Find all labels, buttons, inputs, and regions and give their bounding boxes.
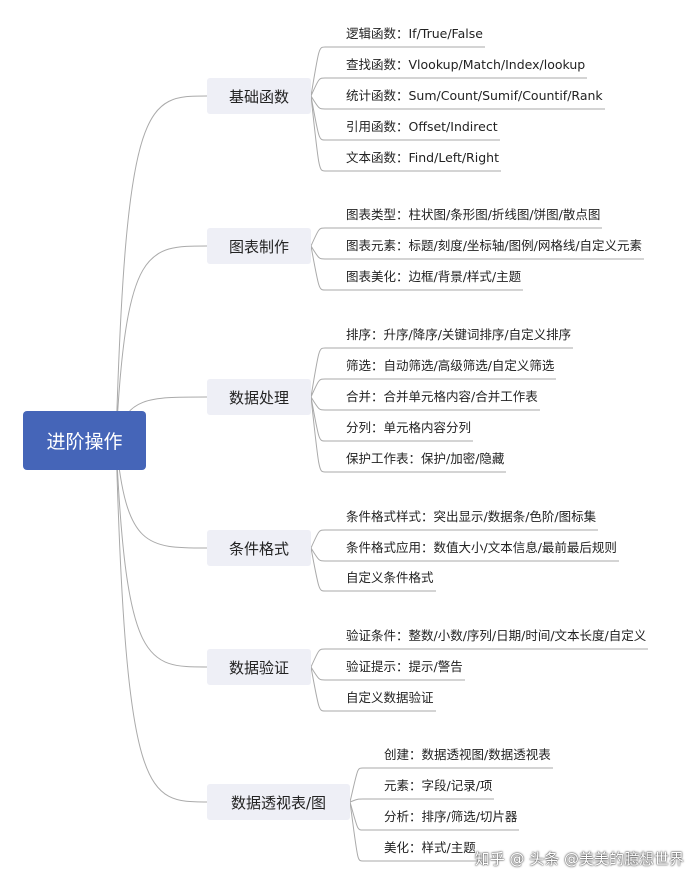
leaf: 筛选：自动筛选/高级筛选/自定义筛选 <box>346 358 555 373</box>
branch-data-validation[interactable]: 数据验证 <box>207 649 311 685</box>
connector <box>310 529 598 549</box>
leaf: 分析：排序/筛选/切片器 <box>384 809 518 824</box>
connector <box>310 648 648 668</box>
leaf: 图表类型：柱状图/条形图/折线图/饼图/散点图 <box>346 207 601 222</box>
watermark: 知乎 @ 头条 @美美的臆想世界 <box>474 850 684 868</box>
connector <box>310 378 556 398</box>
leaf: 美化：样式/主题 <box>384 840 476 855</box>
leaf: 查找函数：Vlookup/Match/Index/lookup <box>346 57 586 72</box>
connector <box>310 46 485 97</box>
branch-data-processing[interactable]: 数据处理 <box>207 379 311 415</box>
connector <box>310 347 573 398</box>
connector <box>349 801 519 831</box>
connector <box>310 245 644 260</box>
connector <box>310 396 540 411</box>
connector <box>115 440 208 803</box>
connector <box>115 440 208 668</box>
connector <box>349 798 494 803</box>
leaf: 引用函数：Offset/Indirect <box>346 119 498 134</box>
leaf: 分列：单元格内容分列 <box>346 420 472 435</box>
leaf: 排序：升序/降序/关键词排序/自定义排序 <box>346 327 572 342</box>
branch-basic-functions[interactable]: 基础函数 <box>207 78 311 114</box>
connector <box>310 547 619 562</box>
leaf: 元素：字段/记录/项 <box>384 778 493 793</box>
connector <box>349 767 553 803</box>
connector <box>115 245 208 441</box>
leaf: 条件格式样式：突出显示/数据条/色阶/图标集 <box>346 509 597 524</box>
leaf: 自定义条件格式 <box>346 570 434 585</box>
leaf: 文本函数：Find/Left/Right <box>346 150 499 165</box>
leaf: 创建：数据透视图/数据透视表 <box>384 747 551 762</box>
branch-chart-making[interactable]: 图表制作 <box>207 228 311 264</box>
connector <box>310 547 436 592</box>
connector <box>310 396 506 473</box>
connector <box>310 666 436 712</box>
leaf: 合并：合并单元格内容/合并工作表 <box>346 389 538 404</box>
leaf: 统计函数：Sum/Count/Sumif/Countif/Rank <box>346 88 603 103</box>
branch-conditional-format[interactable]: 条件格式 <box>207 530 311 566</box>
connector <box>310 95 605 110</box>
connector <box>115 440 208 549</box>
root-node[interactable]: 进阶操作 <box>23 411 146 470</box>
leaf: 图表元素：标题/刻度/坐标轴/图例/网格线/自定义元素 <box>346 238 643 253</box>
leaf: 逻辑函数：If/True/False <box>346 26 483 41</box>
leaf: 条件格式应用：数值大小/文本信息/最前最后规则 <box>346 540 617 555</box>
branch-pivot-table[interactable]: 数据透视表/图 <box>207 784 350 820</box>
connector <box>310 95 500 141</box>
connector <box>310 666 465 681</box>
leaf: 验证提示：提示/警告 <box>346 659 463 674</box>
leaf: 图表美化：边框/背景/样式/主题 <box>346 269 522 284</box>
connector <box>310 77 587 97</box>
connector <box>349 801 478 862</box>
connector <box>115 95 208 441</box>
leaf: 验证条件：整数/小数/序列/日期/时间/文本长度/自定义 <box>346 628 647 643</box>
connector <box>310 227 602 247</box>
leaf: 自定义数据验证 <box>346 690 434 705</box>
connector <box>310 396 473 442</box>
leaf: 保护工作表：保护/加密/隐藏 <box>346 451 505 466</box>
connector <box>310 245 523 291</box>
connector <box>310 95 501 172</box>
